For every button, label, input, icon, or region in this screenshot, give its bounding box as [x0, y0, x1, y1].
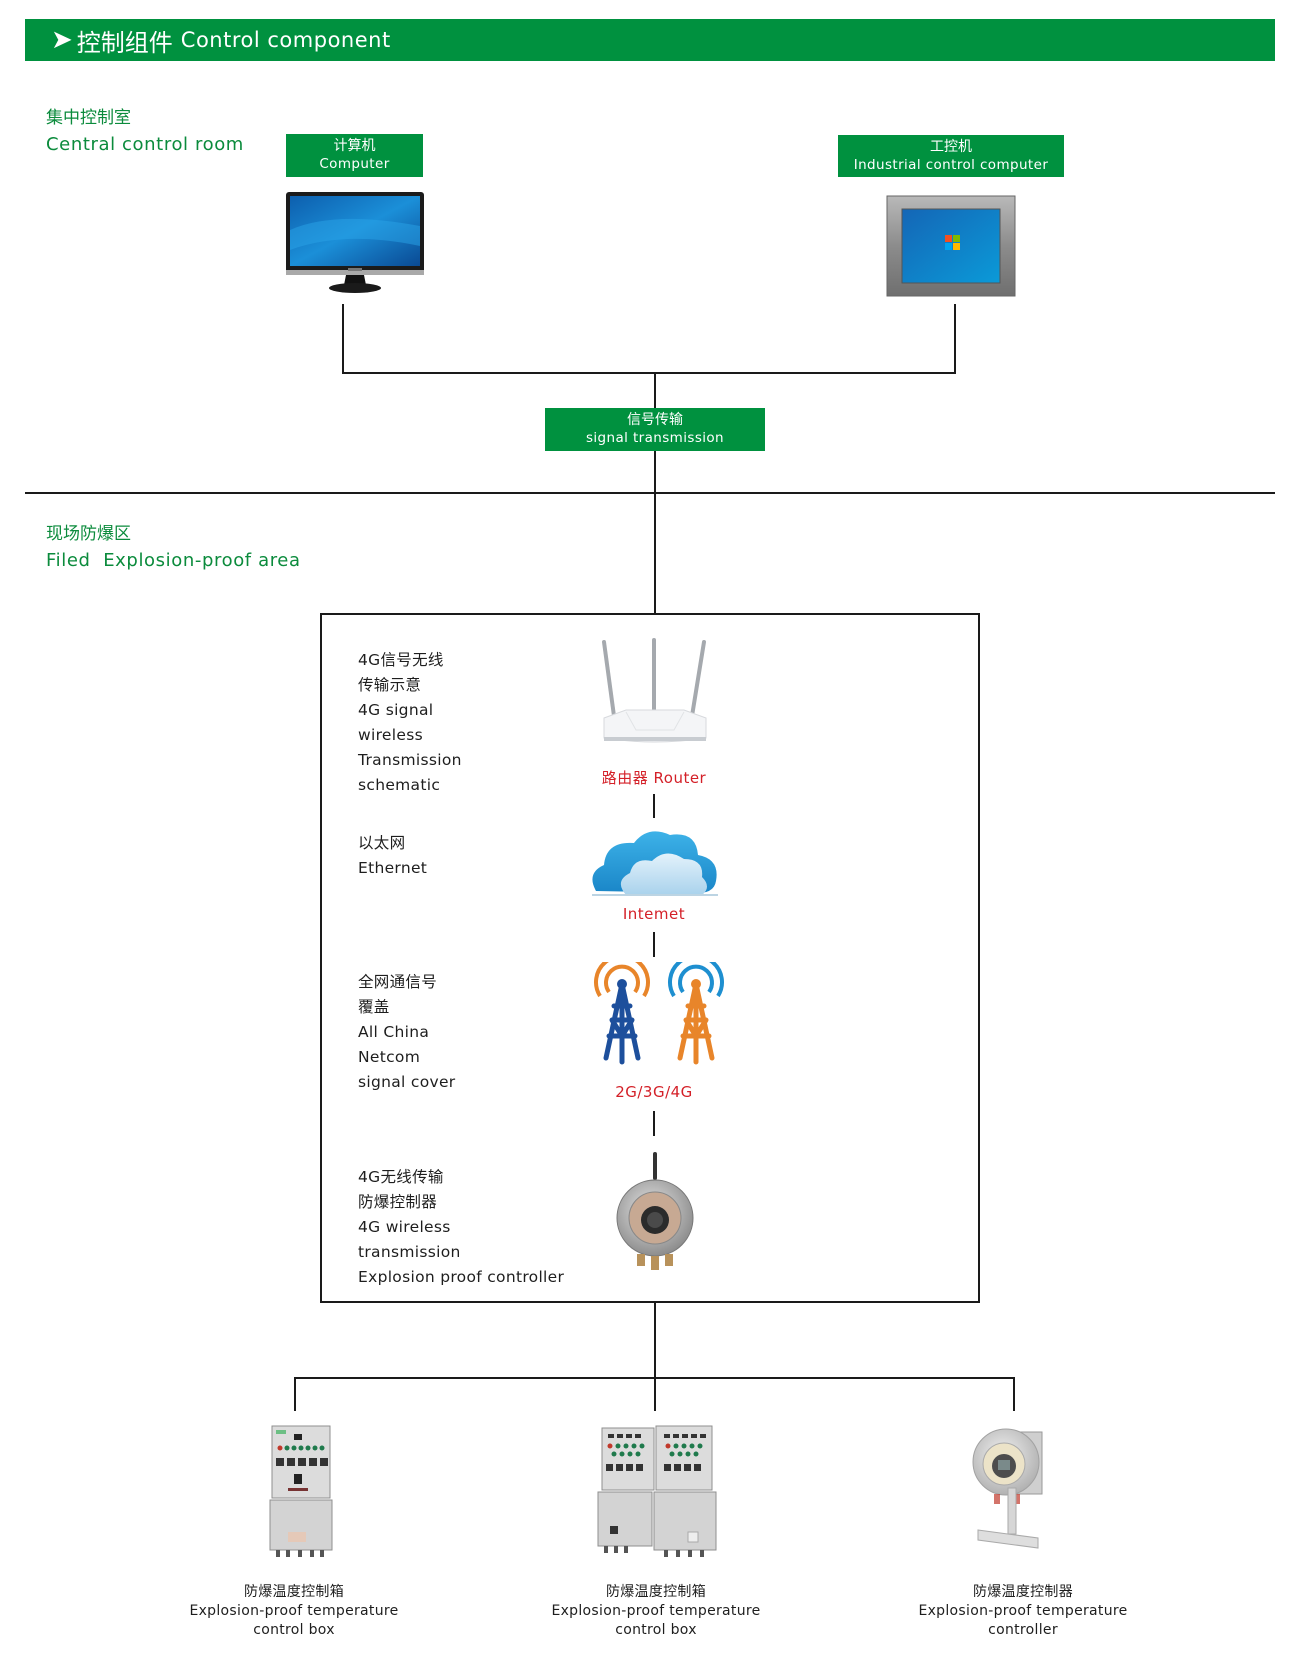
- explosion-proof-controller-icon: [616, 1152, 694, 1270]
- connector-line: [1013, 1377, 1015, 1411]
- connector-line: [342, 372, 956, 374]
- connector-line: [654, 1377, 656, 1411]
- connector-line: [342, 304, 344, 374]
- caption-en: Explosion-proof temperature: [918, 1603, 1128, 1619]
- caption-en: Explosion-proof temperature: [189, 1603, 399, 1619]
- desc-line: 4G无线传输: [358, 1168, 444, 1186]
- section-title-bar: ➤ 控制组件 Control component: [25, 19, 1275, 61]
- desc-line: Ethernet: [358, 859, 428, 877]
- caption-en: control box: [615, 1622, 697, 1638]
- industrial-computer-label: 工控机 Industrial control computer: [838, 135, 1064, 177]
- desc-line: Transmission: [358, 751, 462, 769]
- caption-zh: 防爆温度控制器: [972, 1584, 1074, 1600]
- router-icon: [602, 638, 707, 743]
- field-device-caption: 防爆温度控制器 Explosion-proof temperature cont…: [903, 1583, 1143, 1640]
- cloud-icon: [592, 831, 718, 896]
- connector-line: [954, 304, 956, 374]
- caption-en: Explosion-proof temperature: [551, 1603, 761, 1619]
- signal-transmission-label: 信号传输 signal transmission: [545, 408, 765, 451]
- monitor-icon: [286, 192, 424, 293]
- field-device-caption: 防爆温度控制箱 Explosion-proof temperature cont…: [174, 1583, 414, 1640]
- router-description: 4G信号无线 传输示意 4G signal wireless Transmiss…: [358, 648, 462, 798]
- ethernet-description: 以太网 Ethernet: [358, 831, 427, 881]
- desc-line: 4G signal: [358, 701, 434, 719]
- field-area-label-zh: 现场防爆区: [46, 524, 131, 544]
- cell-tower-icon: [594, 962, 724, 1065]
- signal-label-en: signal transmission: [585, 430, 725, 446]
- desc-line: signal cover: [358, 1073, 456, 1091]
- industrial-panel-pc-icon: [886, 195, 1016, 297]
- temperature-controller-icon: [972, 1428, 1043, 1549]
- internet-caption: Intemet: [622, 905, 686, 923]
- connector-line: [653, 1111, 655, 1136]
- router-caption: 路由器 Router: [601, 769, 707, 787]
- section-title-en: Control component: [180, 28, 391, 52]
- field-area-label-en: Filed Explosion-proof area: [46, 550, 301, 571]
- netcom-description: 全网通信号 覆盖 All China Netcom signal cover: [358, 970, 455, 1095]
- caption-zh: 防爆温度控制箱: [243, 1584, 345, 1600]
- triangle-right-icon: ➤: [51, 25, 73, 55]
- connector-line: [653, 932, 655, 957]
- computer-label-zh: 计算机: [333, 138, 376, 154]
- desc-line: 4G信号无线: [358, 651, 444, 669]
- desc-line: schematic: [358, 776, 441, 794]
- central-room-label-zh: 集中控制室: [46, 108, 131, 128]
- caption-zh: 防爆温度控制箱: [605, 1584, 707, 1600]
- industrial-computer-label-zh: 工控机: [930, 139, 972, 155]
- section-title-zh: 控制组件: [76, 28, 173, 57]
- desc-line: 全网通信号: [358, 973, 438, 991]
- signal-label-zh: 信号传输: [627, 412, 683, 428]
- double-control-box-icon: [597, 1425, 717, 1557]
- desc-line: 防爆控制器: [358, 1193, 438, 1211]
- desc-line: wireless: [358, 726, 423, 744]
- connector-line: [294, 1377, 296, 1411]
- desc-line: All China: [358, 1023, 430, 1041]
- field-network-panel: [320, 613, 980, 1303]
- zone-divider: [25, 492, 1275, 494]
- desc-line: 传输示意: [358, 676, 422, 694]
- controller-description: 4G无线传输 防爆控制器 4G wireless transmission Ex…: [358, 1165, 564, 1290]
- connector-line: [654, 1302, 656, 1379]
- caption-en: controller: [988, 1622, 1058, 1638]
- control-box-icon: [269, 1425, 333, 1557]
- connector-line: [653, 794, 655, 818]
- desc-line: 4G wireless: [358, 1218, 451, 1236]
- caption-en: control box: [253, 1622, 335, 1638]
- desc-line: 覆盖: [358, 998, 390, 1016]
- desc-line: Netcom: [358, 1048, 421, 1066]
- desc-line: 以太网: [358, 834, 406, 852]
- tower-orange: [668, 962, 724, 1065]
- field-device-caption: 防爆温度控制箱 Explosion-proof temperature cont…: [536, 1583, 776, 1640]
- industrial-computer-label-en: Industrial control computer: [853, 157, 1049, 173]
- computer-label: 计算机 Computer: [286, 134, 423, 177]
- tower-blue: [594, 962, 650, 1065]
- computer-label-en: Computer: [319, 156, 390, 172]
- central-room-label-en: Central control room: [46, 134, 244, 155]
- network-caption: 2G/3G/4G: [615, 1083, 693, 1101]
- desc-line: transmission: [358, 1243, 461, 1261]
- desc-line: Explosion proof controller: [358, 1268, 565, 1286]
